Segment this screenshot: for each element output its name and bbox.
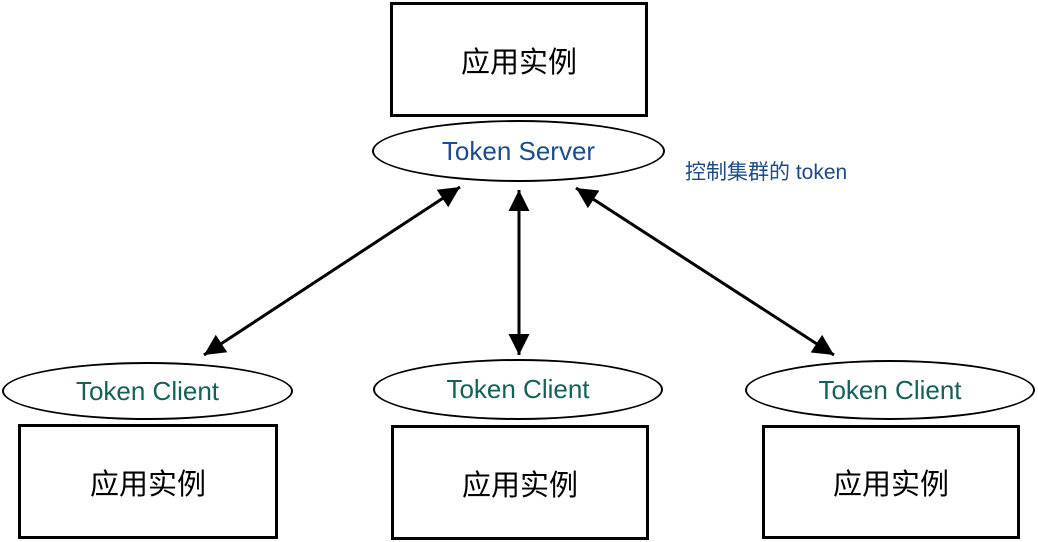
client-app-instance-label: 应用实例 — [89, 468, 206, 501]
token-client-ellipse-2: Token Client — [373, 359, 663, 420]
arrow-server-to-right-client — [575, 186, 835, 357]
token-client-label: Token Client — [818, 374, 962, 405]
client-app-instance-label: 应用实例 — [832, 469, 949, 501]
token-client-ellipse-3: Token Client — [745, 360, 1035, 420]
token-client-label: Token Client — [446, 374, 590, 404]
server-app-instance-box: 应用实例 — [390, 2, 648, 117]
client-app-instance-box-3: 应用实例 — [762, 425, 1020, 539]
client-app-instance-box-1: 应用实例 — [18, 424, 278, 539]
token-server-annotation: 控制集群的 token — [685, 161, 848, 184]
arrow-server-to-left-client — [203, 185, 461, 357]
token-server-ellipse: Token Server — [372, 120, 665, 182]
token-server-label: Token Server — [441, 135, 596, 166]
client-app-instance-label: 应用实例 — [461, 469, 578, 502]
token-client-label: Token Client — [75, 375, 220, 406]
server-app-instance-label: 应用实例 — [460, 46, 577, 79]
token-client-ellipse-1: Token Client — [2, 362, 293, 420]
client-app-instance-box-2: 应用实例 — [391, 425, 649, 540]
